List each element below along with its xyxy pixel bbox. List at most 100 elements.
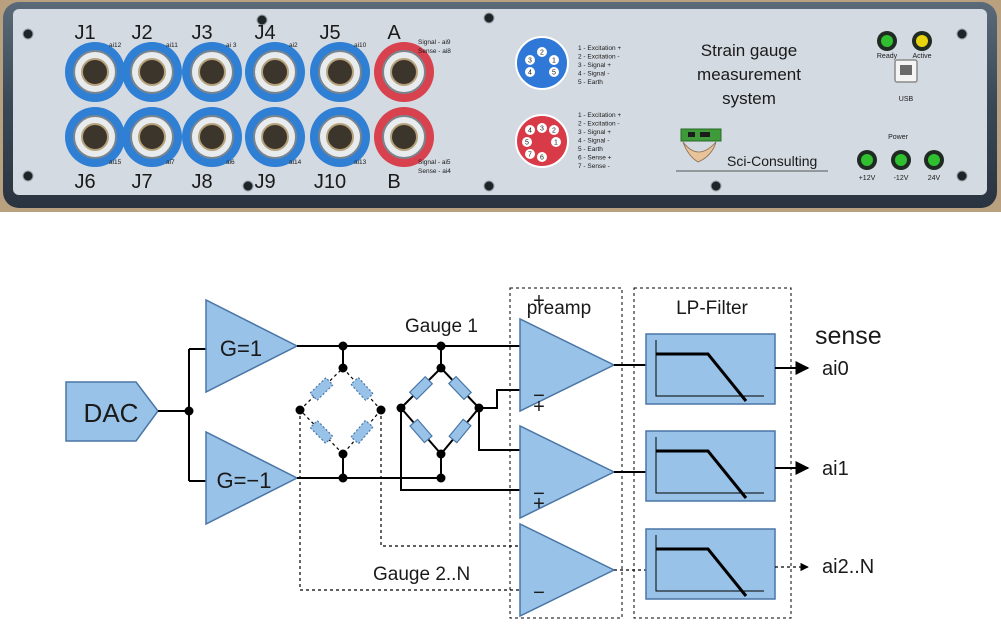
amp-g1 [205, 298, 299, 394]
logo-chip [688, 132, 695, 137]
connector-j1-channel: ai12 [109, 42, 122, 49]
pin7-dot-7 [525, 149, 535, 159]
gauge1-label: Gauge 1 [405, 316, 478, 337]
preamp-2-plus: + [533, 396, 545, 418]
screws [22, 12, 968, 192]
usb-label: USB [899, 96, 914, 103]
dac-block [65, 381, 159, 442]
connector-j2-channel: ai11 [166, 42, 178, 49]
pin5-number-1: 1 [552, 58, 556, 65]
output-label-ai2n: ai2..N [822, 556, 874, 578]
connector-j10-channel: ai13 [354, 159, 367, 166]
power-label: Power [888, 134, 909, 141]
junction-dot-11 [376, 405, 386, 415]
pin5-number-4: 4 [528, 70, 532, 77]
connector-j10-label: J10 [314, 171, 346, 193]
system-title-line-3: system [722, 89, 776, 108]
junction-dot-2 [338, 341, 348, 351]
screw-4 [483, 12, 495, 24]
preamp-1-plus: + [533, 290, 545, 312]
connector-j5-label: J5 [319, 22, 340, 44]
preamp-label: preamp [527, 298, 591, 319]
pin7-number-2: 2 [552, 128, 556, 135]
screw-7 [242, 180, 254, 192]
connector-j4-pins [261, 58, 289, 86]
pin5-dot-4 [525, 67, 535, 77]
bridge1-resistor-1 [447, 375, 473, 401]
connector-j8-label: J8 [191, 171, 212, 193]
pin5-legend-5: 5 - Earth [578, 79, 603, 86]
pin7-number-4: 4 [528, 128, 532, 135]
connector-j5-pins [326, 58, 354, 86]
pin5-dot-2 [537, 47, 547, 57]
lp-filter-1-response [656, 352, 748, 402]
connector-j9-pins [261, 123, 289, 151]
usb-port[interactable] [894, 59, 918, 83]
junction-dot-12 [396, 403, 406, 413]
preamp-2-minus: − [533, 483, 545, 505]
wire-b1-right-to-preamp2-plus [478, 408, 528, 451]
lp-filter-1-axes [655, 340, 764, 397]
connector-j5-channel: ai10 [354, 42, 367, 49]
amp-gm1-label: G=−1 [216, 468, 271, 493]
amp-gm1 [205, 430, 299, 526]
lp-filter-3-axes [655, 535, 764, 592]
preamp-input-signs: +−+−+− [533, 290, 545, 604]
screw-9 [710, 180, 722, 192]
pin7-legend-6: 6 - Sense + [578, 155, 612, 162]
pin7-dot-5 [522, 137, 532, 147]
panel-face [13, 9, 987, 195]
b-note-sense: Sense - ai4 [418, 168, 451, 175]
connector-b-label: B [387, 171, 400, 193]
connector-j6-pins [81, 123, 109, 151]
pin5-legend-4: 4 - Signal - [578, 71, 609, 78]
pin7-number-3: 3 [540, 126, 544, 133]
wire-b2-left-to-preamp3-minus [299, 410, 528, 591]
connector-a-label: A [387, 22, 401, 44]
connector-j8-pins [198, 123, 226, 151]
preamp-group [509, 287, 623, 619]
pin7-legend-5: 5 - Earth [578, 146, 603, 153]
wire-b2-right-to-preamp3-plus [380, 410, 528, 547]
lp-filter-3-response [656, 547, 748, 597]
junction-dot-8 [338, 473, 348, 483]
junction-dot-5 [436, 363, 446, 373]
output-label-ai0: ai0 [822, 358, 849, 380]
connector-j7-label: J7 [131, 171, 152, 193]
junction-dot-7 [436, 449, 446, 459]
junction-dot-1 [184, 406, 194, 416]
led-power-2 [895, 154, 907, 166]
bridge2-resistor-3 [309, 419, 334, 445]
junction-dot-6 [338, 449, 348, 459]
led-power-1-label: +12V [859, 175, 876, 182]
led-ready-label: Ready [877, 53, 898, 60]
pin5-number-5: 5 [552, 70, 556, 77]
connector-j8-channel: ai6 [226, 159, 235, 166]
b-note-signal: Signal - ai5 [418, 159, 451, 166]
pin5-number-2: 2 [540, 50, 544, 57]
connector-j3-channel: ai 3 [226, 42, 237, 49]
led-active [916, 35, 928, 47]
led-power-3 [928, 154, 940, 166]
connector-j3-pins [198, 58, 226, 86]
lp-filter-1 [645, 333, 776, 405]
sci-consulting-logo [676, 128, 828, 172]
screw-8 [483, 180, 495, 192]
connector-j1-label: J1 [74, 22, 95, 44]
pin7-dot-1 [551, 137, 561, 147]
preamp-2 [519, 424, 616, 520]
connector-j9-label: J9 [254, 171, 275, 193]
junction-dot-9 [436, 473, 446, 483]
lp-filter-2-response [656, 449, 748, 499]
preamp-1 [519, 317, 616, 413]
gauge2-label: Gauge 2..N [373, 564, 470, 585]
junction-dot-4 [338, 363, 348, 373]
pin5-number-3: 3 [528, 58, 532, 65]
pin7-legend-1: 1 - Excitation + [578, 112, 621, 119]
screw-2 [22, 170, 34, 182]
connector-j9-channel: ai14 [289, 159, 302, 166]
connector-a-pins [390, 58, 418, 86]
pin7-number-6: 6 [540, 155, 544, 162]
